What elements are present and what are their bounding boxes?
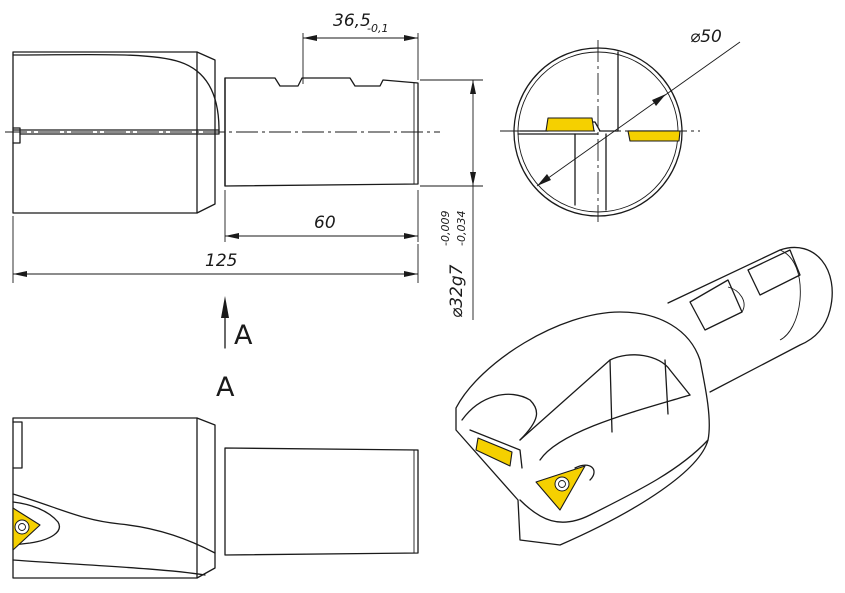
groove-tolerance-text: -0,1 <box>367 22 388 35</box>
dimension-shank-diameter: ⌀32g7 -0,009 -0,034 <box>420 79 483 320</box>
shank-outline <box>224 77 419 187</box>
view-title-label: A <box>216 372 235 403</box>
isometric-view <box>455 246 833 546</box>
overall-length-text: 125 <box>205 251 237 271</box>
view-a-head <box>12 417 216 579</box>
shank-tol-lower-text: -0,034 <box>455 211 468 246</box>
iso-head-outline <box>455 311 710 546</box>
view-a <box>12 417 419 579</box>
shank-tol-upper-text: -0,009 <box>439 211 452 246</box>
chip-pocket-curve <box>12 53 220 131</box>
view-arrow: A A <box>216 296 253 403</box>
insert-left <box>545 117 595 132</box>
head-outline <box>12 51 216 214</box>
end-view: ⌀50 <box>500 27 741 222</box>
shank-length-text: 60 <box>314 213 336 233</box>
front-view <box>5 51 440 214</box>
insert-right <box>627 130 681 142</box>
dimension-shank-length: 60 <box>224 190 419 242</box>
iso-insert-top <box>475 437 513 467</box>
shank-diameter-text: ⌀32g7 <box>447 264 467 318</box>
head-diameter-text: ⌀50 <box>690 27 722 47</box>
groove-dimension-text: 36,5 <box>333 11 371 31</box>
view-arrow-label: A <box>234 320 253 351</box>
dimension-overall-length: 125 <box>12 216 419 283</box>
dimension-groove: 36,5 -0,1 <box>302 11 419 84</box>
